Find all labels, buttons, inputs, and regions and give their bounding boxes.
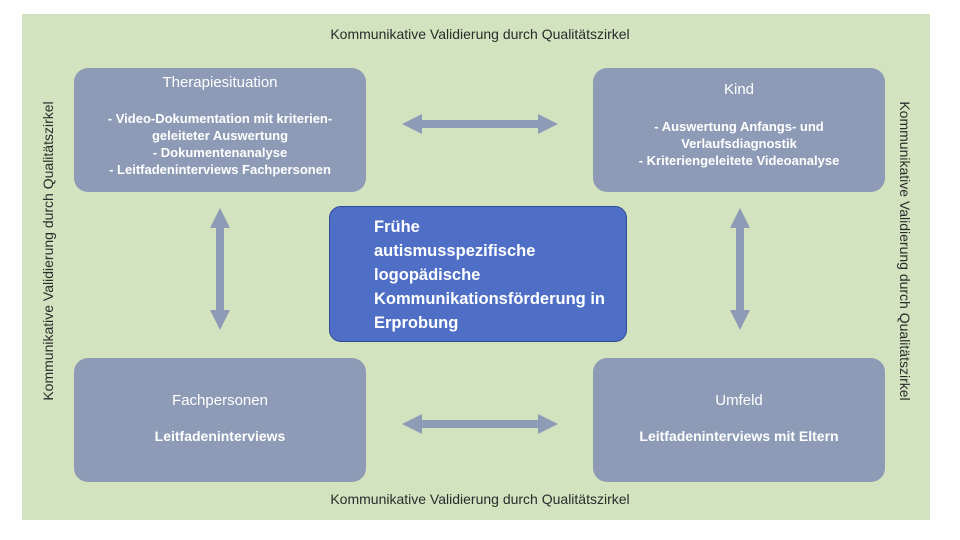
arrow-therapiesituation-fachpersonen xyxy=(210,208,230,330)
box-umfeld: Umfeld Leitfadeninterviews mit Eltern xyxy=(593,358,885,482)
arrow-fachpersonen-umfeld xyxy=(402,414,558,434)
box-fachpersonen: Fachpersonen Leitfadeninterviews xyxy=(74,358,366,482)
box-therapiesituation: Therapiesituation - Video-Dokumentation … xyxy=(74,68,366,192)
center-box: Frühe autismusspezifische logopädische K… xyxy=(329,206,627,342)
box-line: - Video-Dokumentation mit kriterien- xyxy=(107,111,333,126)
center-line: logopädische xyxy=(374,266,481,284)
box-line: Verlaufsdiagnostik xyxy=(681,136,797,151)
box-line: geleiteter Auswertung xyxy=(151,128,289,143)
box-title: Fachpersonen xyxy=(172,392,268,409)
box-title: Therapiesituation xyxy=(162,74,278,91)
box-line: - Leitfadeninterviews Fachpersonen xyxy=(109,162,331,177)
arrow-therapiesituation-kind xyxy=(402,114,558,134)
box-line: Leitfadeninterviews xyxy=(154,428,286,444)
center-line: Frühe xyxy=(374,218,420,236)
box-title: Umfeld xyxy=(715,392,763,409)
center-line: Kommunikationsförderung in xyxy=(374,290,605,308)
edge-label-bottom: Kommunikative Validierung durch Qualität… xyxy=(330,491,630,507)
box-kind: Kind - Auswertung Anfangs- und Verlaufsd… xyxy=(593,68,885,192)
box-line: Leitfadeninterviews mit Eltern xyxy=(639,428,839,444)
box-line: - Dokumentenanalyse xyxy=(152,145,288,160)
edge-label-top: Kommunikative Validierung durch Qualität… xyxy=(330,26,630,42)
box-line: - Auswertung Anfangs- und xyxy=(654,119,824,134)
box-line: - Kriteriengeleitete Videoanalyse xyxy=(638,153,840,168)
center-line: Erprobung xyxy=(374,314,459,332)
center-line: autismusspezifische xyxy=(374,242,536,260)
arrow-kind-umfeld xyxy=(730,208,750,330)
box-title: Kind xyxy=(723,81,755,98)
